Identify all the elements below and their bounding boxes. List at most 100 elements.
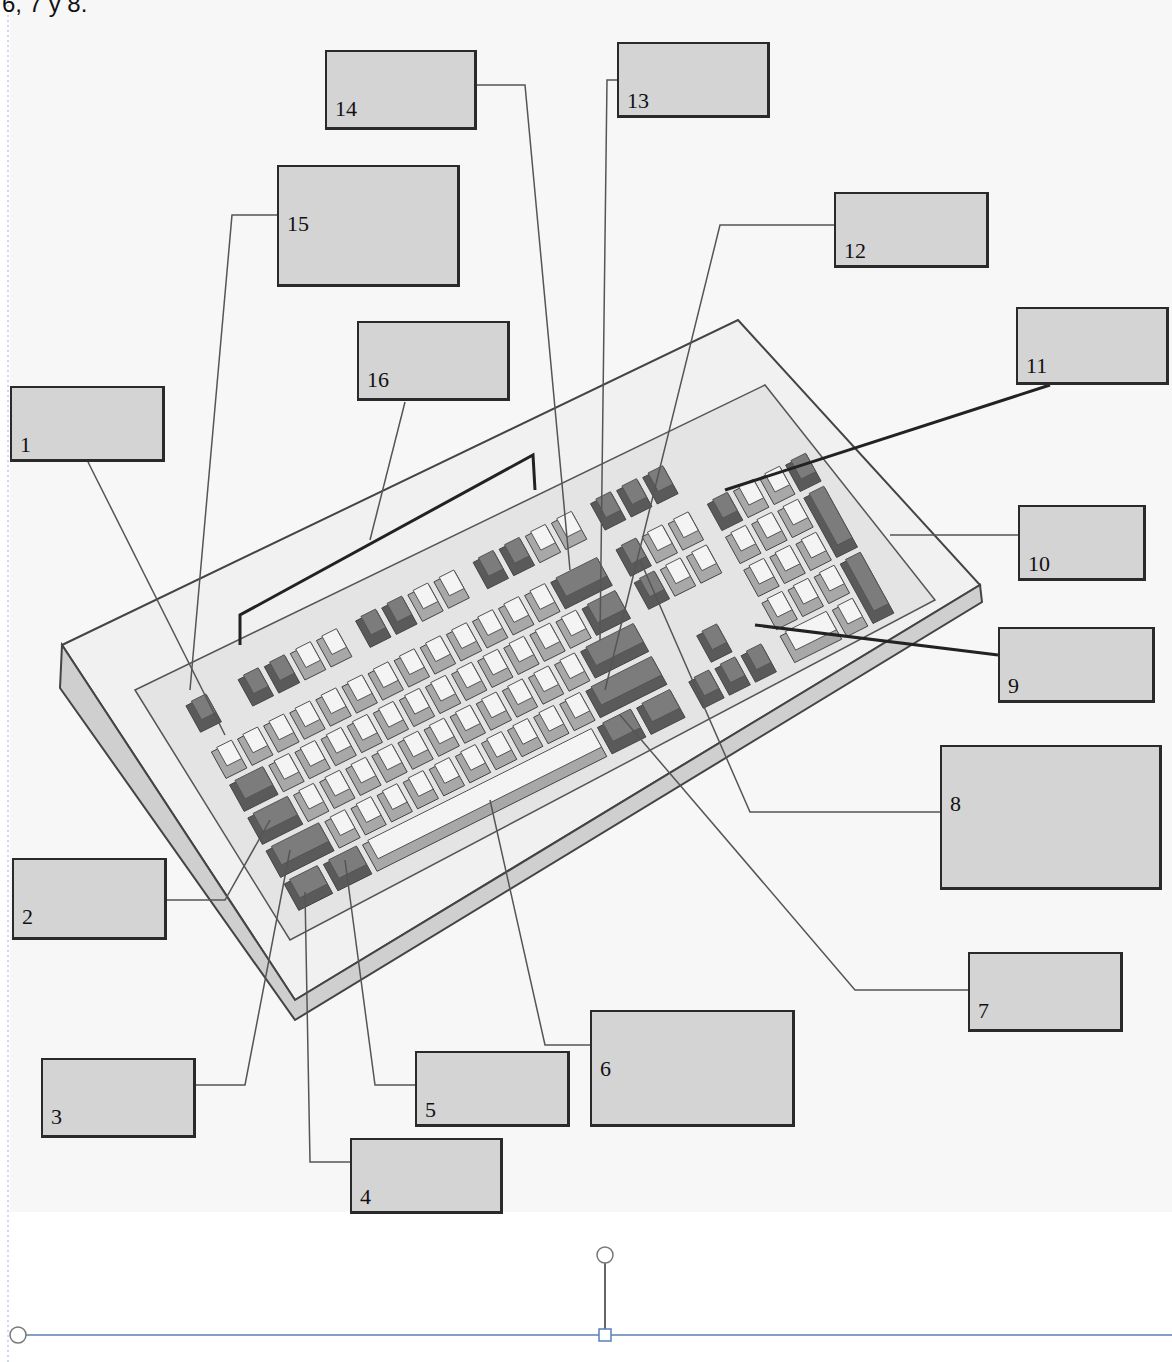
callout-box: 15 — [277, 165, 460, 287]
key-top — [746, 644, 771, 670]
key-top — [539, 705, 564, 731]
key-top — [793, 578, 818, 604]
key-top — [431, 675, 456, 701]
rotate-handle — [597, 1247, 613, 1263]
key-top — [731, 525, 756, 551]
key-top — [300, 741, 325, 767]
callout-number: 1 — [20, 432, 156, 458]
key-top — [322, 629, 347, 655]
callout-number: 5 — [425, 1097, 561, 1123]
callout-box: 3 — [41, 1058, 196, 1138]
key-top — [560, 653, 585, 679]
rotate-handle-stem — [604, 1263, 606, 1330]
callout-number: 6 — [600, 1056, 786, 1082]
key-top — [429, 718, 454, 744]
key-top — [483, 649, 508, 675]
key-top — [455, 705, 480, 731]
leader-line — [167, 820, 270, 900]
resize-handle — [599, 1329, 611, 1341]
key-top — [413, 583, 438, 609]
key-top — [329, 846, 367, 878]
key-top — [556, 558, 607, 597]
callout-box: 11 — [1016, 307, 1169, 385]
key-top — [513, 719, 538, 745]
selection-line — [20, 1334, 1172, 1336]
leader-line — [370, 402, 405, 540]
key-top — [561, 610, 586, 636]
key-top — [299, 783, 324, 809]
callout-number: 3 — [51, 1104, 187, 1130]
keyboard-case — [62, 320, 980, 1000]
key-group — [186, 453, 894, 910]
key-top — [191, 694, 216, 720]
key-top — [439, 570, 464, 596]
key-top — [271, 823, 329, 865]
key-top — [508, 679, 533, 705]
key-top — [382, 784, 407, 810]
key-top — [534, 666, 559, 692]
leader-line — [88, 462, 225, 735]
callout-box: 16 — [357, 321, 510, 401]
key-top — [505, 537, 530, 563]
key-top — [457, 662, 482, 688]
callout-box: 13 — [617, 42, 770, 118]
key-top — [361, 609, 386, 635]
key-top — [217, 740, 242, 766]
callout-box: 5 — [415, 1051, 570, 1127]
callout-box: 9 — [998, 627, 1155, 703]
leader-line — [305, 892, 350, 1162]
leader-line — [890, 534, 1018, 536]
resize-handle — [10, 1327, 26, 1343]
key-top — [749, 558, 774, 584]
key-top — [408, 771, 433, 797]
key-top — [487, 732, 512, 758]
leader-line — [640, 560, 940, 812]
callout-number: 10 — [1028, 551, 1137, 577]
key-top — [296, 642, 321, 668]
key-top — [535, 623, 560, 649]
key-top — [452, 623, 477, 649]
key-top — [426, 636, 451, 662]
key-top — [405, 688, 430, 714]
callout-box: 12 — [834, 192, 989, 268]
key-top — [702, 624, 727, 650]
key-top — [775, 545, 800, 571]
callout-number: 13 — [627, 88, 761, 114]
callout-box: 1 — [10, 386, 165, 462]
key-top — [352, 714, 377, 740]
key-top — [530, 584, 555, 610]
key-top — [379, 701, 404, 727]
key-top — [622, 479, 647, 505]
key-top — [757, 512, 782, 538]
key-top — [720, 657, 745, 683]
key-top — [648, 466, 673, 492]
key-top — [269, 714, 294, 740]
leader-line — [490, 800, 590, 1045]
key-top — [767, 591, 792, 617]
key-top — [403, 731, 428, 757]
key-top — [377, 744, 402, 770]
key-top — [603, 709, 641, 741]
callout-box: 4 — [350, 1138, 503, 1214]
key-top — [640, 571, 665, 597]
key-top — [347, 675, 372, 701]
key-top — [504, 597, 529, 623]
leader-lines — [88, 80, 1050, 1162]
callout-number: 15 — [287, 211, 451, 237]
key-top — [591, 657, 662, 706]
key-top — [330, 810, 355, 836]
key-top — [565, 692, 590, 718]
key-top — [674, 512, 699, 538]
callout-number: 8 — [950, 791, 1153, 817]
key-top — [274, 754, 299, 780]
callout-number: 9 — [1008, 673, 1146, 699]
callout-number: 2 — [22, 904, 158, 930]
key-top — [270, 655, 295, 681]
key-top — [647, 525, 672, 551]
callout-box: 7 — [968, 952, 1123, 1032]
key-top — [235, 767, 273, 799]
callout-number: 14 — [335, 96, 468, 122]
key-top — [387, 596, 412, 622]
callout-number: 16 — [367, 367, 501, 393]
